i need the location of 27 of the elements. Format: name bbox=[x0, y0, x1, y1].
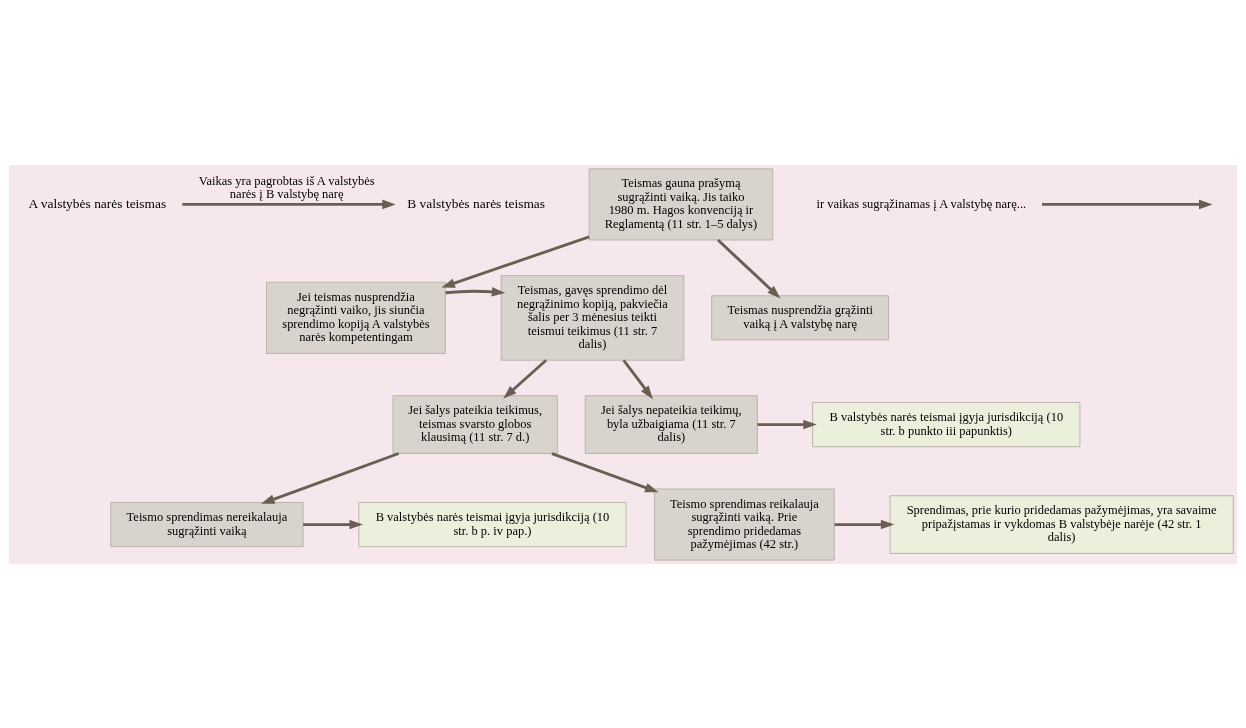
arrow bbox=[261, 451, 400, 504]
node-box: Teismo sprendimas nereikalauja sugrąžinti vaiką bbox=[110, 501, 304, 547]
node-box: Jei teismas nusprendžia negrąžinti vaiko, jis siunčia sprendimo kopiją A valstybės narės kompetentingam bbox=[266, 281, 446, 354]
arrow bbox=[757, 419, 817, 429]
arrow bbox=[182, 199, 396, 209]
arrow bbox=[1042, 199, 1213, 209]
node-text: ir vaikas sugrąžinamas į A valstybę narę... bbox=[816, 196, 1027, 211]
node-box: Sprendimas, prie kurio pridedamas pažymėjimas, yra savaime pripažįstamas ir vykdomas B valstybėje narėje (42 str. 1 dalis) bbox=[889, 494, 1234, 554]
node-box: Jei šalys pateikia teikimus, teismas svarsto globos klausimą (11 str. 7 d.) bbox=[392, 394, 558, 454]
node-box: B valstybės narės teismai įgyja jurisdikciją (10 str. b p. iv pap.) bbox=[358, 501, 627, 547]
node-box: Teismas gauna prašymą sugrąžinti vaiką. Jis taiko 1980 m. Hagos konvenciją ir Reglamentą (11 str. 1–5 dalys) bbox=[588, 167, 774, 240]
arrow bbox=[551, 451, 659, 492]
node-box: Teismas nusprendžia grąžinti vaiką į A valstybę narę bbox=[711, 294, 890, 340]
arrow bbox=[622, 358, 653, 399]
node-box: B valstybės narės teismai įgyja jurisdikciją (10 str. b punkto iii papunktis) bbox=[812, 401, 1081, 447]
edge-label: Vaikas yra pagrobtas iš A valstybės narės į B valstybę narę bbox=[198, 173, 375, 201]
arrow bbox=[503, 358, 548, 399]
arrow bbox=[445, 286, 506, 296]
node-text: B valstybės narės teismas bbox=[407, 195, 546, 211]
node-box: Teismo sprendimas reikalauja sugrąžinti vaiką. Prie sprendimo pridedamas pažymėjimas (42 str.) bbox=[654, 488, 835, 561]
arrow bbox=[303, 519, 363, 529]
node-text: A valstybės narės teismas bbox=[28, 195, 167, 211]
arrow bbox=[441, 235, 590, 288]
node-box: Teismas, gavęs sprendimo dėl negrąžinimo kopiją, pakviečia šalis per 3 mėnesius teikti teismui teikimus (11 str. 7 dalis) bbox=[500, 274, 685, 361]
arrow bbox=[834, 519, 895, 529]
node-box: Jei šalys nepateikia teikimų, byla užbaigiama (11 str. 7 dalis) bbox=[584, 394, 758, 454]
arrow bbox=[717, 238, 781, 299]
